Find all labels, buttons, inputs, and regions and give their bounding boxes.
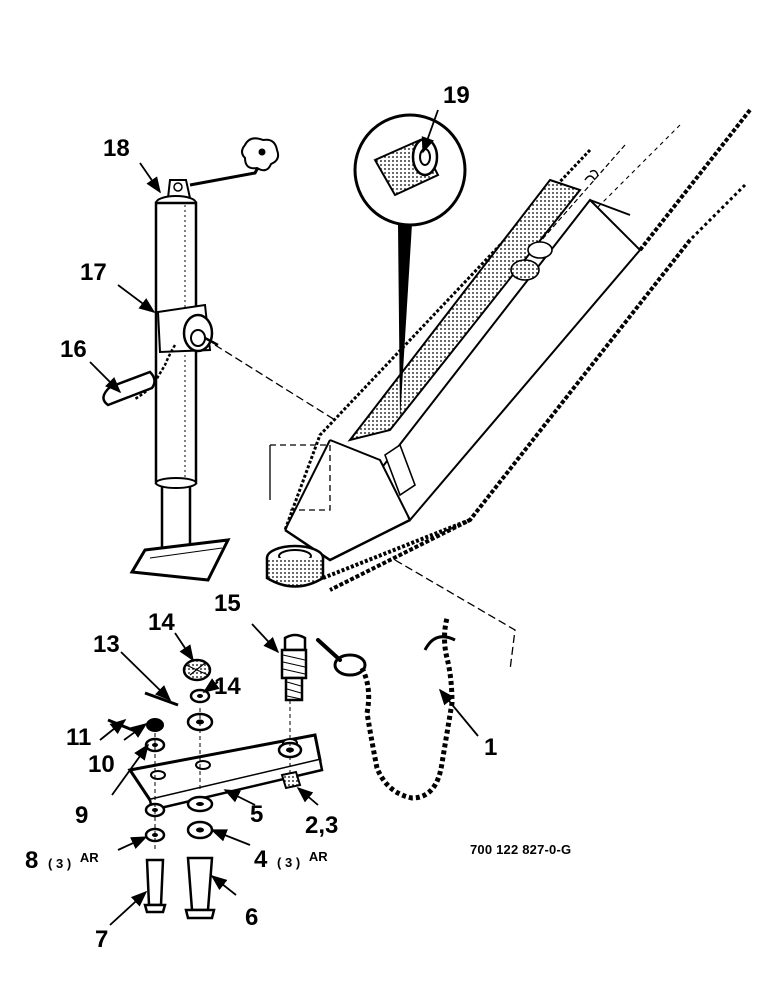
hitch-parts	[107, 617, 456, 920]
callout-10: 10	[88, 751, 115, 778]
callout-17: 17	[80, 259, 107, 286]
callout-16: 16	[60, 336, 87, 363]
leader-lines	[89, 109, 479, 926]
jack-assembly	[102, 137, 280, 582]
callout-18: 18	[103, 135, 130, 162]
drawing-code: 700 122 827-0-G	[470, 842, 571, 857]
callout-11: 11	[66, 724, 91, 751]
callout-7: 7	[95, 926, 108, 953]
callout-9: 9	[75, 802, 88, 829]
callout-8: 8 ( 3 ) AR	[25, 847, 99, 874]
callout-1: 1	[484, 734, 497, 761]
callout-labels: 19 18 17 16 14 15 13 14 11 10 1 9 5 2,3 …	[25, 82, 571, 953]
tongue-assembly	[214, 108, 752, 671]
callout-19: 19	[443, 82, 470, 109]
callout-14: 14	[214, 673, 241, 700]
callout-2-3: 2,3	[305, 812, 338, 839]
callout-15: 15	[214, 590, 241, 617]
callout-12: 13	[93, 631, 120, 658]
callout-6: 6	[245, 904, 258, 931]
callout-5: 5	[250, 801, 263, 828]
callout-13: 14	[148, 609, 175, 636]
callout-4: 4 ( 3 ) AR	[254, 846, 328, 873]
detail-bushing	[353, 113, 467, 420]
